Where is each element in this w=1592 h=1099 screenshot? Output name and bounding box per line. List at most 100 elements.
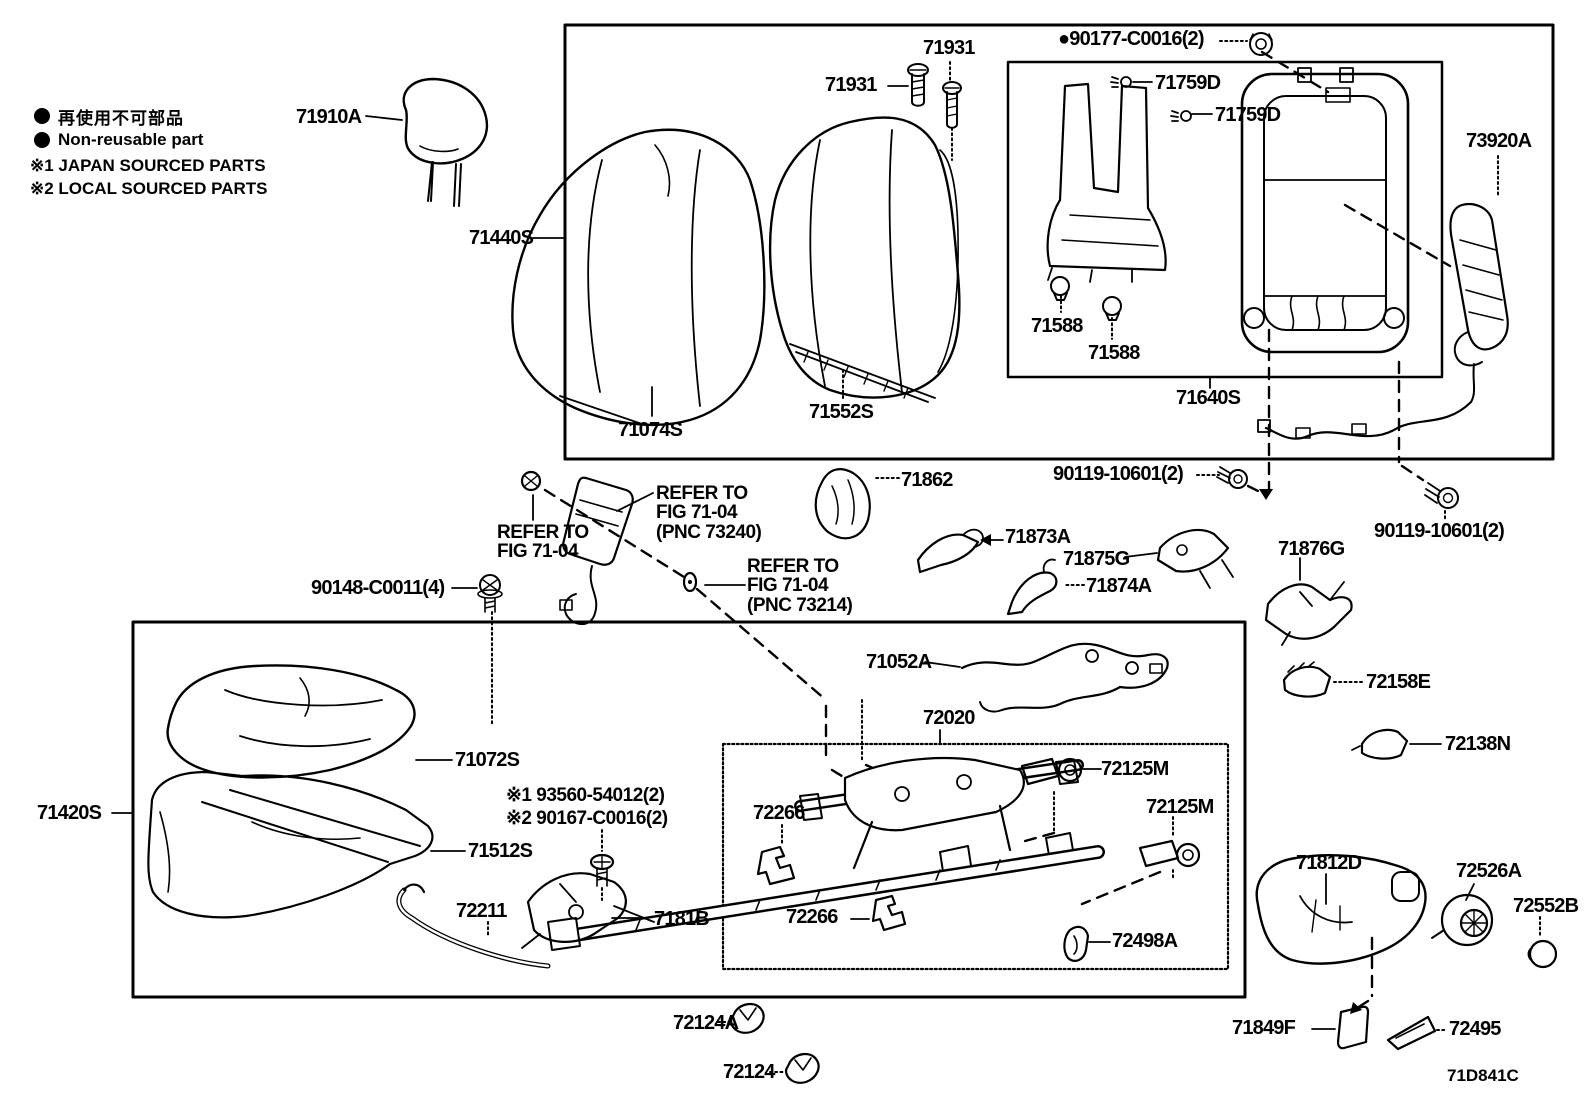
part-label-72498a: 72498A — [1112, 930, 1178, 952]
seat-track-drawing — [547, 756, 1105, 951]
non-reusable-dot-icon — [34, 132, 50, 148]
part-label-72125m-1: 72125M — [1101, 758, 1169, 780]
part-label-71862: 71862 — [901, 469, 953, 491]
bracket-71873a-drawing — [916, 528, 984, 574]
sourcing-note-local: ※2 LOCAL SOURCED PARTS — [30, 178, 268, 198]
part-label-71640s: 71640S — [1176, 387, 1241, 409]
part-label-71874a: 71874A — [1086, 575, 1152, 597]
bracket-7181b-drawing — [521, 853, 655, 949]
lock-rod-drawing — [396, 883, 551, 969]
refer-note-3: REFER TO FIG 71-04 (PNC 73214) — [747, 556, 853, 616]
non-reusable-dot-icon — [34, 108, 50, 124]
recliner-knob-drawing — [1431, 893, 1494, 947]
part-label-71512s: 71512S — [468, 840, 533, 862]
part-label-71812d: 71812D — [1296, 852, 1362, 874]
cap-72552b-drawing — [1527, 939, 1558, 969]
part-label-71849f: 71849F — [1232, 1017, 1296, 1039]
fastener-note-1: ※1 93560-54012(2) — [506, 785, 665, 806]
refer-note-1: REFER TO FIG 71-04 — [497, 522, 589, 563]
legend-row-en: Non-reusable part — [34, 128, 203, 152]
bolt-71759d-icons — [1110, 76, 1192, 122]
seatback-frame-drawing — [1240, 67, 1410, 354]
part-label-72138n: 72138N — [1445, 733, 1511, 755]
part-label-71440s: 71440S — [469, 227, 534, 249]
group-boxes — [131, 23, 1555, 999]
seatback-board-drawing — [1046, 82, 1167, 283]
part-label-71931-1: 71931 — [825, 74, 877, 96]
clip-72124a-drawing — [729, 1002, 765, 1034]
part-label-90119-2: 90119-10601(2) — [1374, 520, 1505, 542]
figure-code: 71D841C — [1447, 1066, 1519, 1085]
part-label-72495: 72495 — [1449, 1018, 1501, 1040]
part-label-72158e: 72158E — [1366, 671, 1431, 693]
seatback-cover-drawing — [511, 128, 766, 427]
legend-en-text: Non-reusable part — [58, 130, 204, 149]
bracket-71874a-drawing — [1006, 558, 1058, 616]
part-label-71759d-1: 71759D — [1155, 72, 1221, 94]
hook-72498a-drawing — [1063, 925, 1090, 962]
clip-72158e-drawing — [1282, 661, 1332, 698]
leader-lines-solid — [111, 81, 1475, 1030]
legend-jp-text: 再使用不可部品 — [58, 108, 184, 128]
leader-lines-dotted — [487, 40, 1541, 1073]
legend-row-jp: 再使用不可部品 — [34, 104, 203, 128]
part-label-72124a: 72124A — [673, 1012, 739, 1034]
part-label-71588-2: 71588 — [1088, 342, 1140, 364]
nut-90177-icon — [1249, 32, 1273, 56]
bolt-90119-icons — [1216, 466, 1459, 509]
seatback-pad-cover-drawing — [768, 116, 961, 403]
headrest-drawing — [402, 77, 489, 207]
part-label-72526a: 72526A — [1456, 860, 1522, 882]
clip-72124-drawing — [784, 1052, 820, 1084]
cushion-box — [131, 620, 1247, 999]
part-label-90177-c0016: ●90177-C0016(2) — [1058, 28, 1205, 50]
part-label-72020: 72020 — [923, 707, 975, 729]
bracket-71875g-drawing — [1156, 528, 1234, 589]
side-airbag-drawing — [1257, 203, 1509, 440]
bracket-71876g-drawing — [1264, 581, 1353, 646]
part-label-71552s: 71552S — [809, 401, 874, 423]
part-label-90119-1: 90119-10601(2) — [1053, 463, 1184, 485]
part-label-71876g: 71876G — [1278, 538, 1345, 560]
wire-harness-drawing — [960, 642, 1169, 713]
part-label-7181b: 7181B — [654, 908, 710, 930]
wedge-72495-drawing — [1386, 1015, 1437, 1051]
belt-buckle-drawing — [520, 470, 698, 625]
part-label-72266-2: 72266 — [786, 906, 838, 928]
track-inner-box — [721, 742, 1230, 971]
part-label-73920a: 73920A — [1466, 130, 1532, 152]
seatback-box — [563, 23, 1555, 461]
recliner-cover-drawing — [1255, 854, 1427, 965]
legend-block: 再使用不可部品 Non-reusable part — [34, 104, 203, 152]
part-label-71074s: 71074S — [618, 419, 683, 441]
part-label-71072s: 71072S — [455, 749, 520, 771]
part-label-72552b: 72552B — [1513, 895, 1579, 917]
clamp-72125m-drawings — [1020, 757, 1201, 868]
screw-71931-icons — [907, 63, 962, 129]
fastener-note-2: ※2 90167-C0016(2) — [506, 808, 668, 829]
clip-72138n-drawing — [1351, 728, 1409, 760]
part-label-72266-1: 72266 — [753, 802, 805, 824]
frame-inner-box — [1006, 60, 1444, 379]
part-label-71910a: 71910A — [296, 106, 362, 128]
sourcing-notes: ※1 JAPAN SOURCED PARTS ※2 LOCAL SOURCED … — [30, 154, 267, 200]
part-label-71759d-2: 71759D — [1215, 104, 1281, 126]
cover-71849f-drawing — [1336, 1005, 1370, 1050]
part-label-71931-2: 71931 — [923, 37, 975, 59]
clamp-72266-drawings — [756, 845, 907, 932]
cushion-frame-drawing — [147, 770, 434, 919]
part-label-71873a: 71873A — [1005, 526, 1071, 548]
bolt-90148-icon — [477, 574, 503, 613]
pad-71862-drawing — [814, 468, 871, 540]
refer-note-2: REFER TO FIG 71-04 (PNC 73240) — [656, 483, 762, 543]
part-label-71052a: 71052A — [866, 651, 932, 673]
part-label-90148-c0011: 90148-C0011(4) — [311, 577, 445, 599]
part-label-72124: 72124 — [723, 1061, 775, 1083]
part-label-71420s: 71420S — [37, 802, 102, 824]
part-label-71875g: 71875G — [1063, 548, 1130, 570]
clip-71588-icons — [1050, 276, 1122, 321]
part-label-71588-1: 71588 — [1031, 315, 1083, 337]
part-label-72125m-2: 72125M — [1146, 796, 1214, 818]
